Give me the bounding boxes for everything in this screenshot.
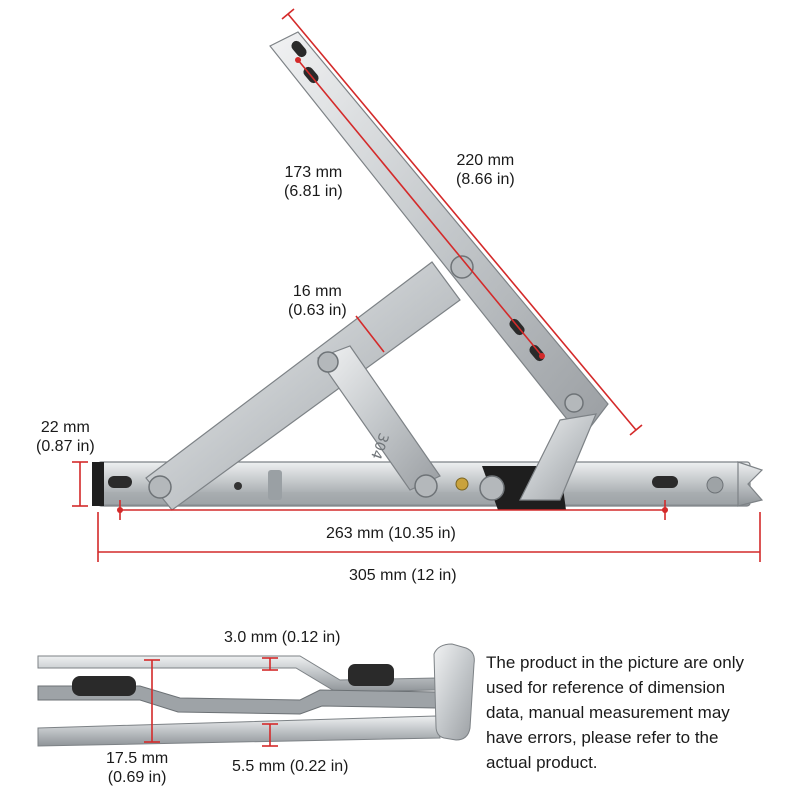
dim-16-label: 16 mm (0.63 in) xyxy=(288,283,347,319)
note-line: actual product. xyxy=(486,753,598,772)
dim-173-label: 173 mm (6.81 in) xyxy=(284,164,343,200)
dim-gap-label: 5.5 mm (0.22 in) xyxy=(232,758,349,775)
dim-thickness-label: 3.0 mm (0.12 in) xyxy=(224,629,341,646)
dim-220-label: 220 mm (8.66 in) xyxy=(456,152,515,188)
dim-263-label: 263 mm (10.35 in) xyxy=(326,525,456,542)
support-arm: 304 xyxy=(145,261,469,511)
dimension-lines xyxy=(72,8,761,562)
note-line: The product in the picture are only xyxy=(486,653,744,672)
note-line: have errors, please refer to the xyxy=(486,728,719,747)
side-view xyxy=(37,643,475,747)
long-arm xyxy=(269,31,609,501)
dim-17-5-label: 17.5 mm (0.69 in) xyxy=(106,750,169,786)
note-line: used for reference of dimension xyxy=(486,678,726,697)
dim-305-label: 305 mm (12 in) xyxy=(349,567,457,584)
disclaimer-note: The product in the picture are only used… xyxy=(486,650,786,775)
note-line: data, manual measurement may xyxy=(486,703,730,722)
dim-22-label: 22 mm (0.87 in) xyxy=(36,419,95,455)
